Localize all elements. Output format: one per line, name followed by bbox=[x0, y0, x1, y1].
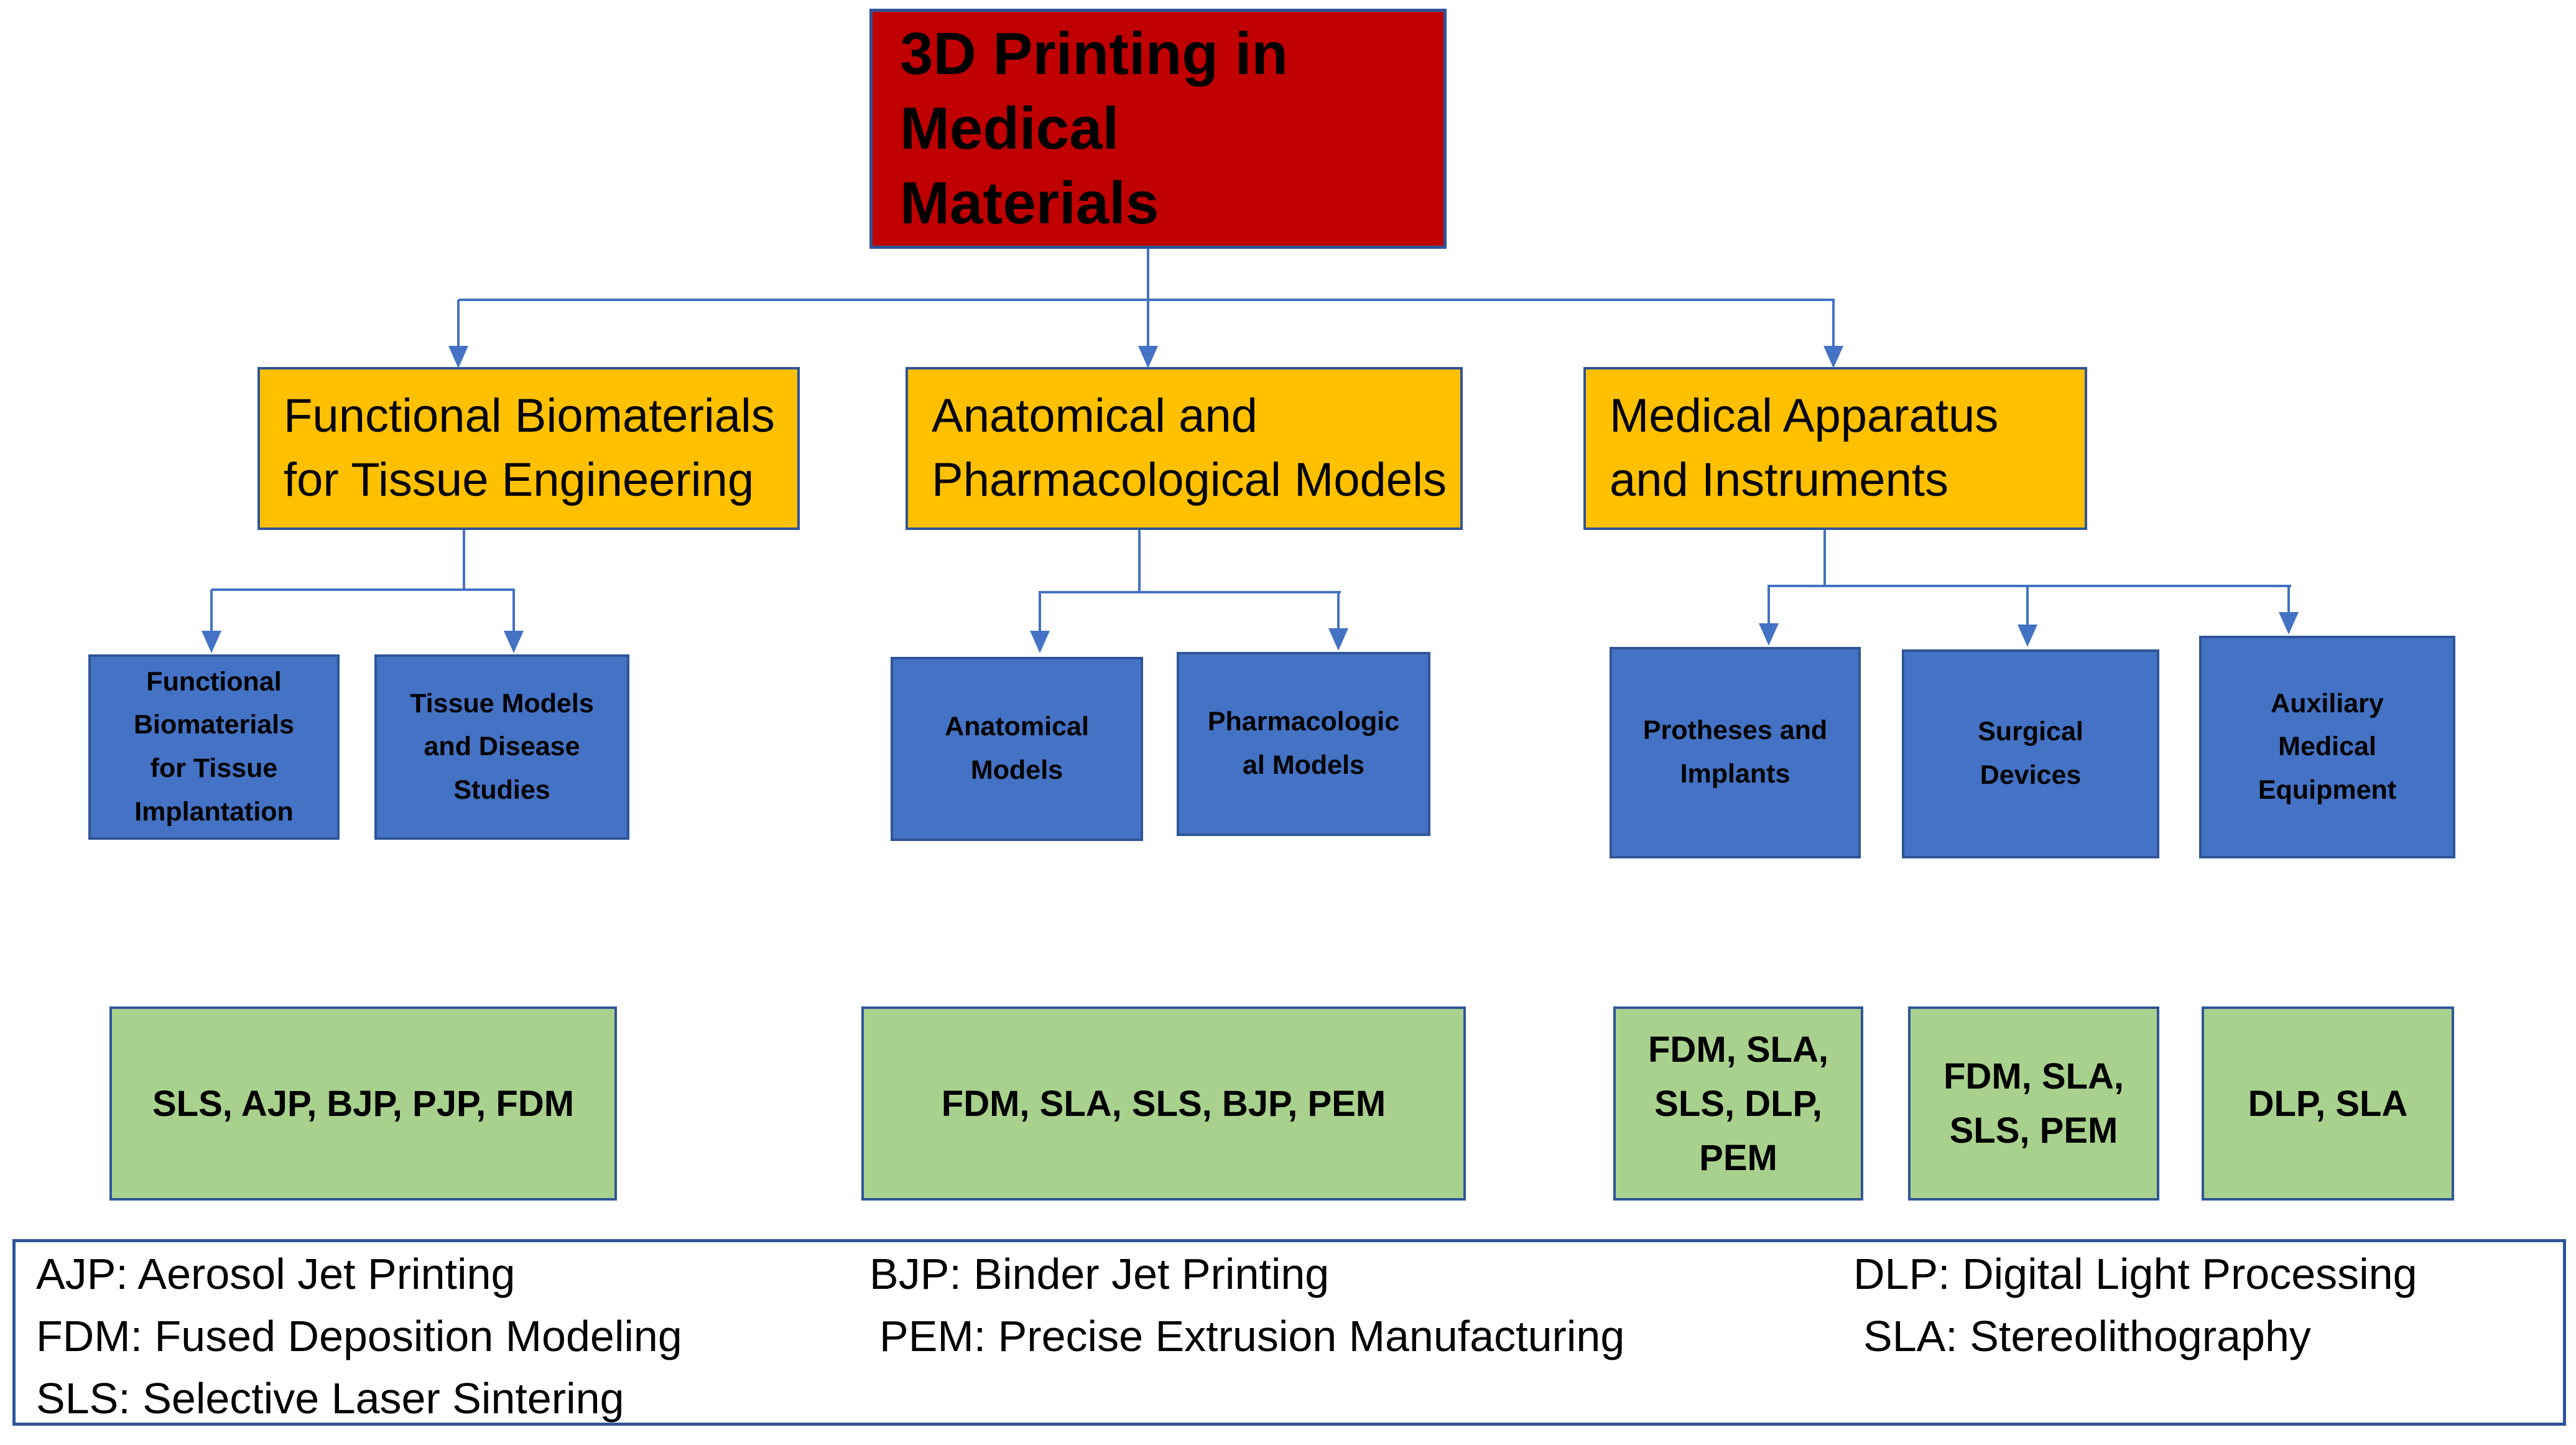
connector-g1-stem bbox=[463, 530, 465, 590]
connector-g3-horizontal bbox=[1768, 585, 2291, 587]
branch-anatomical-pharmacological: Anatomical and Pharmacological Models bbox=[906, 367, 1463, 530]
legend-entry-sls: SLS: Selective Laser Sintering bbox=[36, 1374, 624, 1423]
leaf-functional-biomaterials-implantation: Functional Biomaterials for Tissue Impla… bbox=[88, 654, 340, 840]
connector-g3-drop-left bbox=[1768, 587, 1770, 623]
leaf-auxiliary-medical-equipment: Auxiliary Medical Equipment bbox=[2199, 636, 2455, 858]
methods-auxiliary-equipment: DLP, SLA bbox=[2202, 1006, 2454, 1201]
methods-protheses-implants: FDM, SLA, SLS, DLP, PEM bbox=[1613, 1006, 1863, 1201]
legend-entry-pem: PEM: Precise Extrusion Manufacturing bbox=[879, 1312, 1625, 1360]
arrowhead-leaf-7 bbox=[2279, 612, 2299, 634]
connector-root-stem bbox=[1147, 249, 1149, 346]
arrowhead-branch-3 bbox=[1823, 346, 1843, 368]
arrowhead-leaf-1 bbox=[202, 631, 221, 653]
arrowhead-leaf-2 bbox=[504, 631, 524, 653]
legend-column-2: BJP: Binder Jet Printing PEM: Precise Ex… bbox=[869, 1243, 1624, 1367]
leaf-protheses-implants: Protheses and Implants bbox=[1610, 647, 1861, 858]
legend-entry-bjp: BJP: Binder Jet Printing bbox=[869, 1250, 1330, 1298]
legend-column-3: DLP: Digital Light Processing SLA: Stere… bbox=[1853, 1243, 2417, 1367]
connector-g2-drop-right bbox=[1337, 592, 1340, 628]
leaf-pharmacological-models: Pharmacologic al Models bbox=[1177, 652, 1430, 836]
methods-surgical-devices: FDM, SLA, SLS, PEM bbox=[1908, 1006, 2159, 1201]
methods-anatomical-pharmacological: FDM, SLA, SLS, BJP, PEM bbox=[861, 1006, 1466, 1201]
arrowhead-branch-1 bbox=[448, 346, 468, 368]
legend-column-1: AJP: Aerosol Jet Printing FDM: Fused Dep… bbox=[36, 1243, 682, 1429]
legend-entry-sla: SLA: Stereolithography bbox=[1863, 1312, 2311, 1360]
arrowhead-leaf-6 bbox=[2018, 625, 2037, 647]
legend-entry-ajp: AJP: Aerosol Jet Printing bbox=[36, 1250, 516, 1298]
connector-g1-drop-left bbox=[210, 590, 213, 631]
connector-l1-stem-right bbox=[1832, 300, 1835, 346]
arrowhead-leaf-3 bbox=[1030, 631, 1050, 653]
methods-tissue-engineering: SLS, AJP, BJP, PJP, FDM bbox=[109, 1006, 617, 1201]
legend-entry-fdm: FDM: Fused Deposition Modeling bbox=[36, 1312, 682, 1360]
branch-functional-biomaterials: Functional Biomaterials for Tissue Engin… bbox=[257, 367, 800, 530]
connector-g1-drop-right bbox=[512, 590, 515, 631]
connector-g2-horizontal bbox=[1039, 591, 1341, 593]
branch-medical-apparatus: Medical Apparatus and Instruments bbox=[1583, 367, 2087, 530]
connector-g2-stem bbox=[1138, 530, 1141, 592]
legend-box bbox=[12, 1239, 2566, 1426]
connector-g3-stem bbox=[1823, 530, 1826, 587]
leaf-tissue-models-disease-studies: Tissue Models and Disease Studies bbox=[374, 654, 629, 840]
root-node-3d-printing: 3D Printing in Medical Materials bbox=[869, 9, 1447, 249]
connector-g3-drop-right bbox=[2287, 587, 2290, 612]
connector-g3-drop-mid bbox=[2026, 587, 2029, 625]
legend-entry-dlp: DLP: Digital Light Processing bbox=[1853, 1250, 2417, 1298]
arrowhead-leaf-5 bbox=[1759, 623, 1779, 646]
leaf-anatomical-models: Anatomical Models bbox=[891, 657, 1143, 841]
connector-l1-horizontal bbox=[458, 299, 1835, 301]
connector-g2-drop-left bbox=[1039, 592, 1041, 631]
connector-l1-stem-left bbox=[457, 300, 460, 346]
arrowhead-leaf-4 bbox=[1328, 628, 1348, 651]
arrowhead-branch-2 bbox=[1138, 346, 1158, 368]
connector-g1-horizontal bbox=[211, 588, 515, 591]
leaf-surgical-devices: Surgical Devices bbox=[1902, 649, 2159, 858]
